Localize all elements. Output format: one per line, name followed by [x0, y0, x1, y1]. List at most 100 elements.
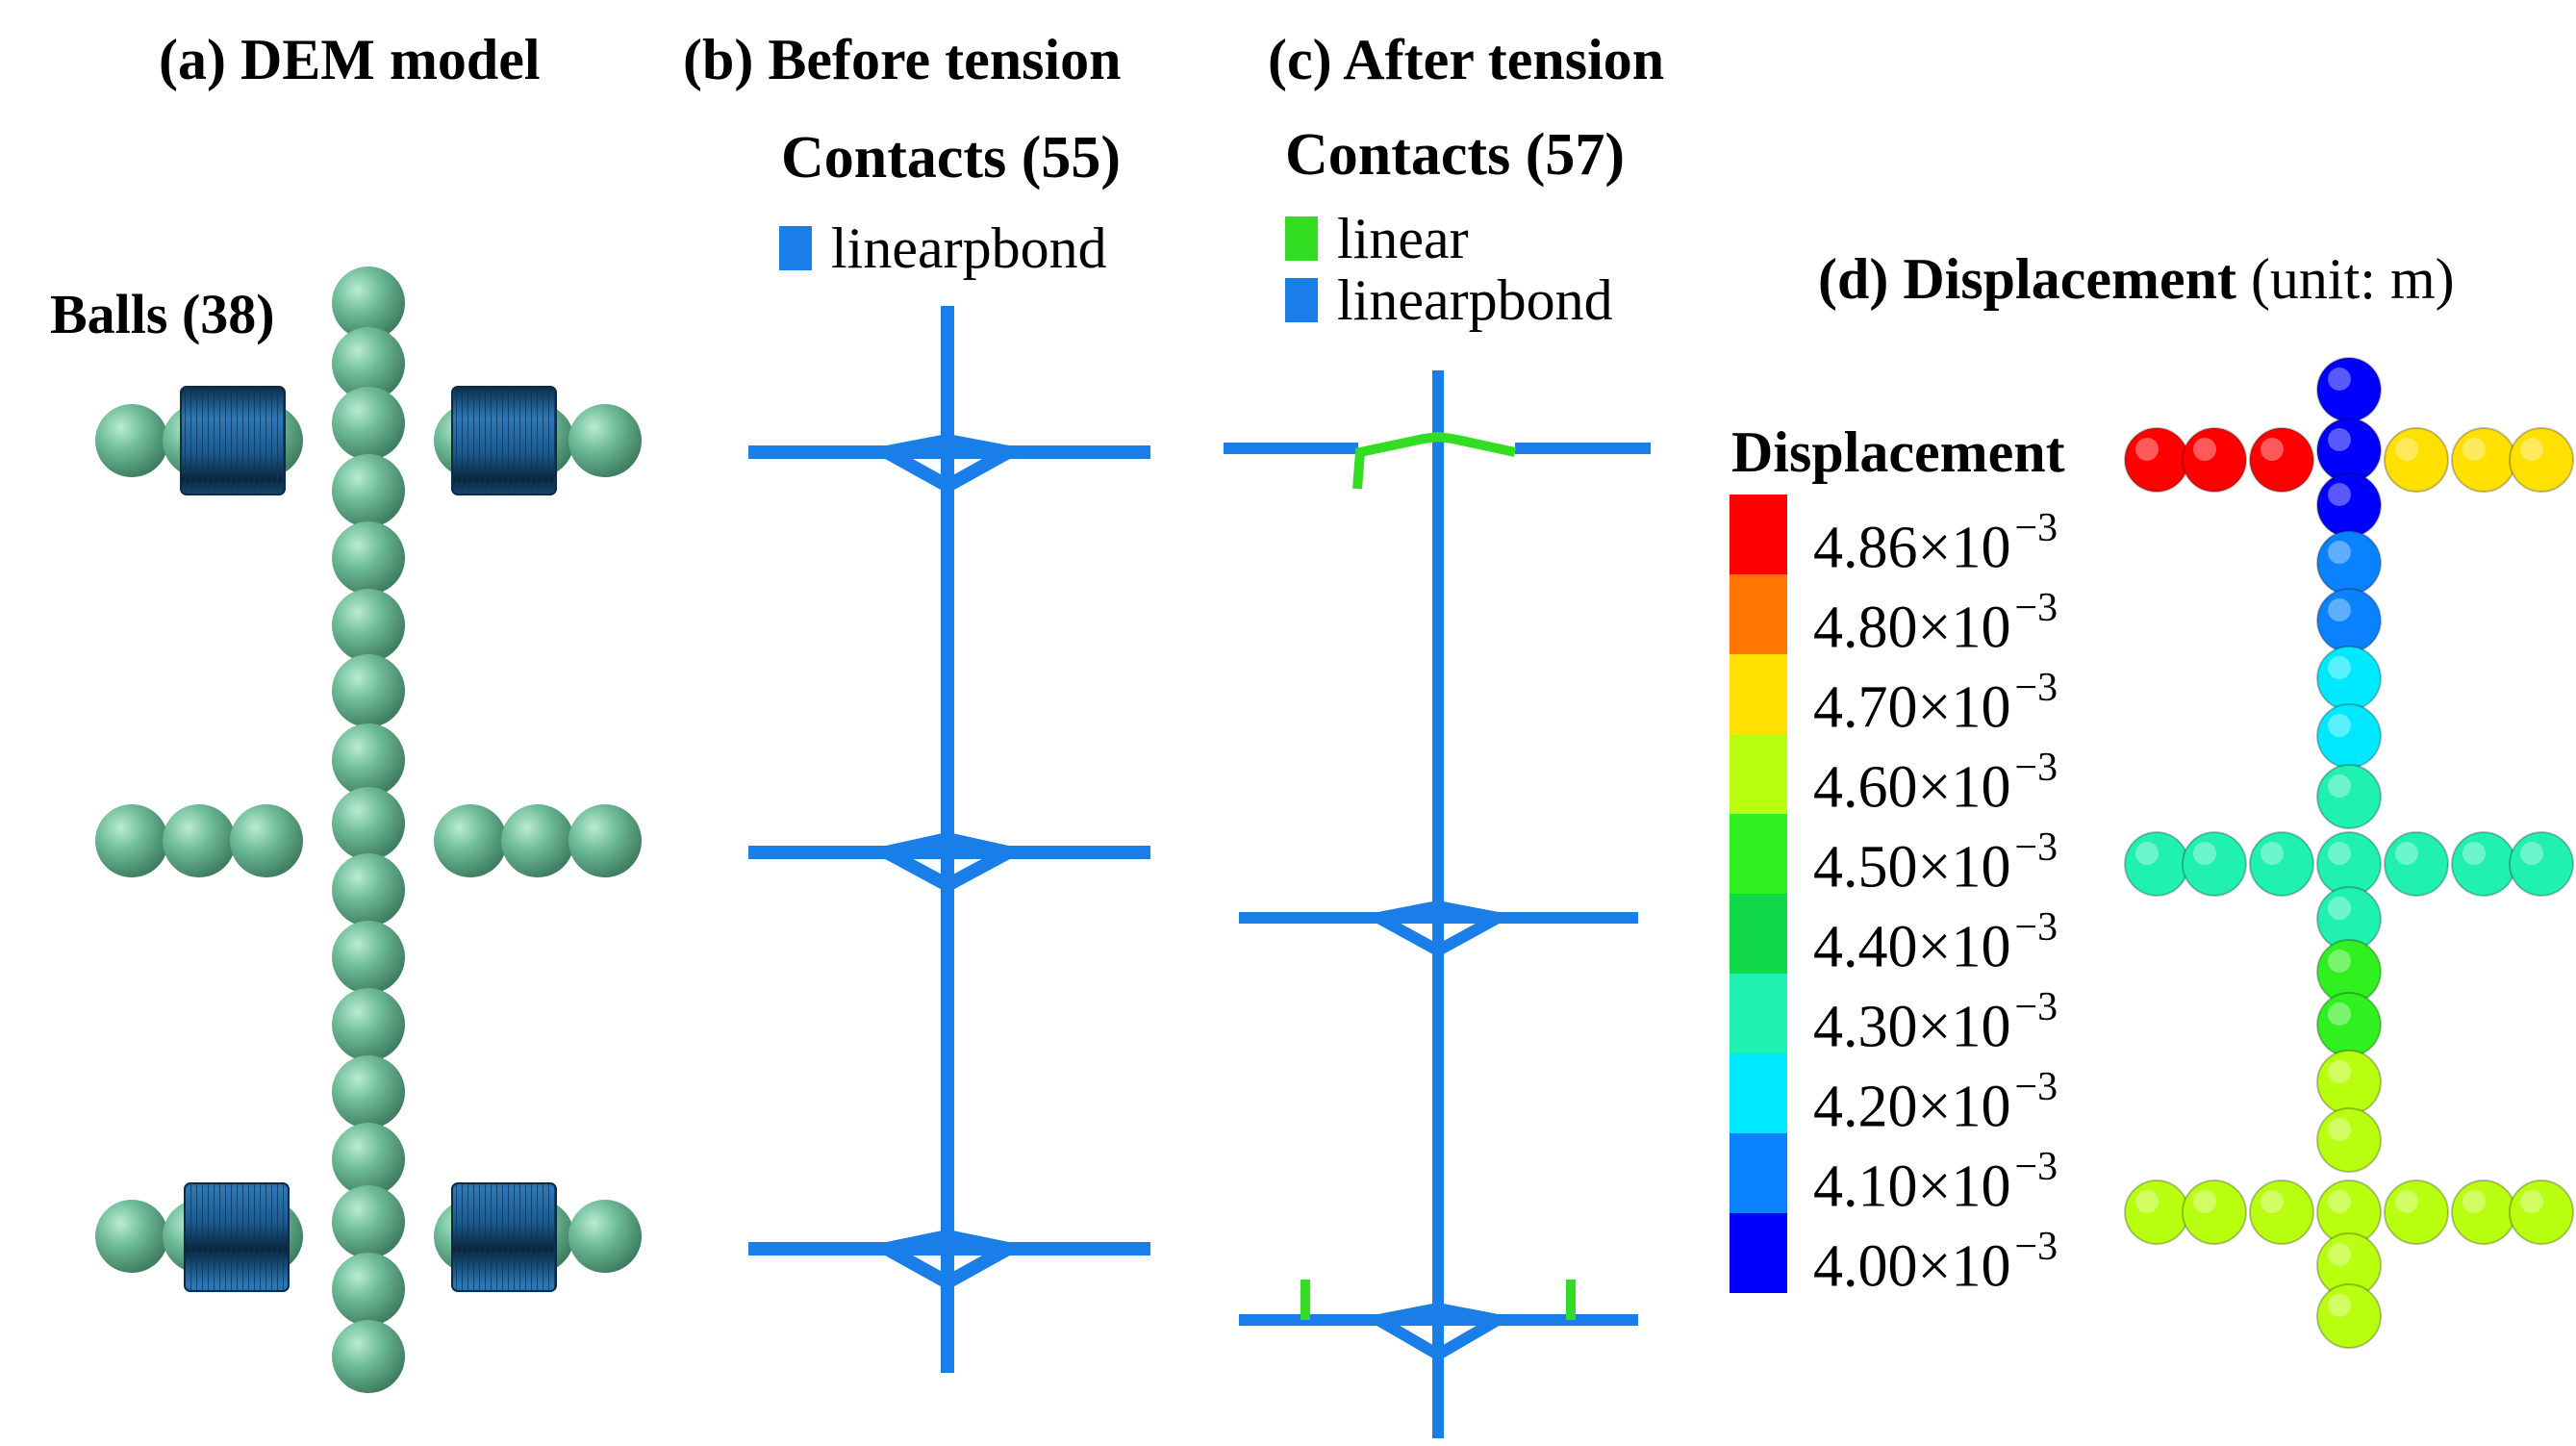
colorbar-tick-mantissa: 4.80×10	[1813, 595, 2011, 661]
ball	[332, 921, 405, 994]
pbond-joint-bottom-c	[1375, 1302, 1514, 1361]
ball	[332, 787, 405, 860]
colorbar-swatch	[1730, 495, 1787, 574]
displacement-ball	[2316, 1107, 2382, 1173]
pbond-joint-middle	[883, 831, 1027, 893]
displacement-ball	[2509, 1180, 2574, 1245]
ball-highlight	[2135, 842, 2159, 865]
panel-a-title: (a) DEM model	[159, 28, 541, 91]
ball	[230, 804, 303, 877]
displacement-ball	[2249, 427, 2314, 493]
colorbar-swatch	[1730, 574, 1787, 654]
legend-item-linear-c: linear	[1285, 210, 1469, 267]
displacement-ball	[2316, 530, 2382, 596]
dem-model	[95, 266, 642, 1393]
colorbar-tick-exponent: −3	[2014, 905, 2058, 950]
displacement-ball	[2509, 831, 2574, 897]
contacts-before-tension	[748, 306, 1150, 1373]
displacement-ball	[2451, 1180, 2516, 1245]
colorbar-swatch	[1730, 974, 1787, 1053]
ball	[501, 804, 574, 877]
ball	[332, 853, 405, 926]
contacts-count-label-c: Contacts (57)	[1285, 122, 1625, 188]
colorbar-tick-label: 4.20×10−3	[1813, 1067, 2058, 1137]
ball-highlight	[2328, 842, 2351, 865]
colorbar-title: Displacement	[1731, 420, 2065, 484]
tube-anchor	[184, 1182, 290, 1292]
displacement-ball	[2124, 831, 2189, 897]
ball-highlight	[2520, 842, 2543, 865]
colorbar-tick-mantissa: 4.10×10	[1813, 1154, 2011, 1220]
ball	[568, 1200, 642, 1273]
displacement-ball	[2384, 831, 2449, 897]
displacement-ball	[2384, 427, 2449, 493]
displacement-ball	[2182, 831, 2247, 897]
ball	[568, 404, 642, 477]
ball	[332, 1253, 405, 1326]
displacement-ball	[2316, 1283, 2382, 1349]
pbond-joint-top	[883, 433, 1028, 495]
ball-highlight	[2328, 1060, 2351, 1083]
ball-highlight	[2328, 897, 2351, 920]
ball-highlight	[2395, 1190, 2418, 1213]
displacement-ball	[2384, 1180, 2449, 1245]
contacts-after-tension	[1224, 370, 1651, 1438]
tube-anchor	[180, 386, 286, 495]
ball-highlight	[2328, 368, 2351, 391]
ball-highlight	[2193, 438, 2216, 461]
colorbar-tick-mantissa: 4.50×10	[1813, 834, 2011, 901]
colorbar-tick-label: 4.50×10−3	[1813, 827, 2058, 901]
colorbar-tick-exponent: −3	[2014, 746, 2058, 790]
colorbar-tick-mantissa: 4.00×10	[1813, 1233, 2011, 1300]
ball-highlight	[2462, 842, 2486, 865]
panel-b-title: (b) Before tension	[683, 28, 1122, 91]
balls-count-label: Balls (38)	[50, 283, 275, 345]
colorbar-swatch	[1730, 654, 1787, 734]
colorbar-swatch	[1730, 1133, 1787, 1213]
ball	[332, 387, 405, 460]
displacement-ball	[2316, 764, 2382, 829]
colorbar-tick-label: 4.80×10−3	[1813, 588, 2058, 661]
ball	[332, 589, 405, 662]
ball-highlight	[2328, 714, 2351, 737]
colorbar-tick-exponent: −3	[2014, 825, 2058, 870]
panel-d-title-unit: (unit: m)	[2250, 247, 2455, 311]
displacement-ball	[2182, 1180, 2247, 1245]
colorbar-tick-exponent: −3	[2014, 506, 2058, 550]
displacement-ball	[2451, 831, 2516, 897]
colorbar-tick-mantissa: 4.86×10	[1813, 515, 2011, 581]
panel-d-title: (d) Displacement (unit: m)	[1818, 250, 2455, 308]
ball-highlight	[2260, 438, 2284, 461]
ball	[332, 1123, 405, 1196]
displacement-ball	[2182, 427, 2247, 493]
colorbar-tick-mantissa: 4.40×10	[1813, 914, 2011, 980]
ball	[332, 988, 405, 1061]
ball	[332, 521, 405, 595]
colorbar-tick-label: 4.70×10−3	[1813, 668, 2058, 738]
legend-swatch-linear-c	[1285, 216, 1318, 261]
linear-contact-top	[1352, 431, 1517, 490]
colorbar-tick-exponent: −3	[2014, 586, 2058, 630]
ball-highlight	[2193, 842, 2216, 865]
displacement-ball	[2124, 427, 2189, 493]
ball	[332, 1185, 405, 1258]
displacement-ball	[2316, 1050, 2382, 1115]
displacement-model	[2124, 357, 2574, 1349]
legend-swatch-pbond-b	[779, 226, 812, 270]
ball	[332, 327, 405, 400]
colorbar-tick-exponent: −3	[2014, 1225, 2058, 1269]
ball	[332, 266, 405, 340]
ball-highlight	[2328, 774, 2351, 798]
colorbar-tick-label: 4.00×10−3	[1813, 1227, 2058, 1300]
ball-highlight	[2328, 483, 2351, 506]
colorbar-tick-exponent: −3	[2014, 985, 2058, 1029]
ball-highlight	[2328, 1002, 2351, 1026]
ball	[568, 804, 642, 877]
ball	[332, 654, 405, 727]
ball-highlight	[2520, 1190, 2543, 1213]
colorbar-tick-label: 4.40×10−3	[1813, 907, 2058, 980]
displacement-ball	[2316, 646, 2382, 711]
panel-d-title-bold: (d) Displacement	[1818, 247, 2236, 311]
colorbar-tick-mantissa: 4.30×10	[1813, 994, 2011, 1060]
